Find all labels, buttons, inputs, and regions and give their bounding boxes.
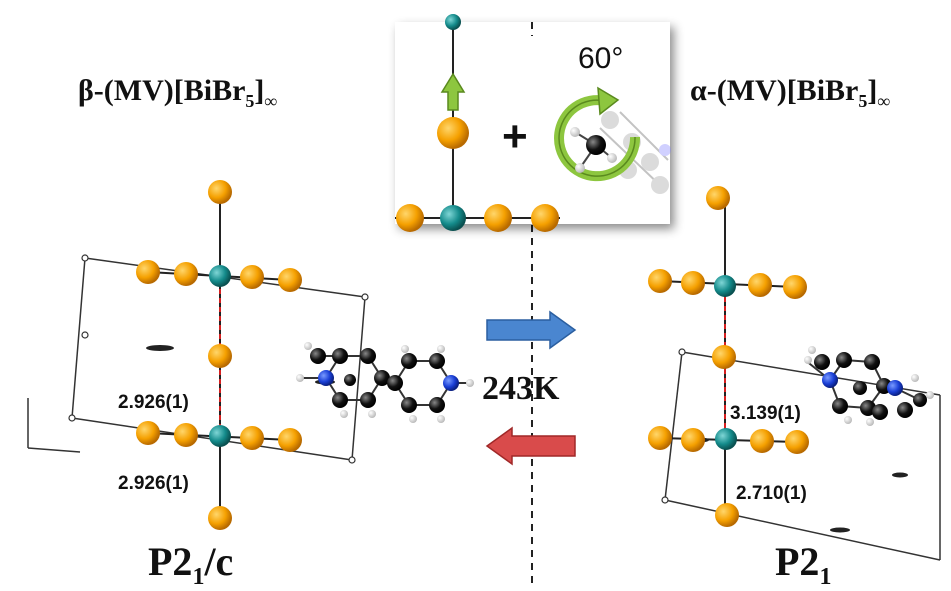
beta-upper-bond-length: 2.926(1) bbox=[118, 392, 189, 413]
beta-phase-label: β-(MV)[BiBr5]∞ bbox=[78, 74, 278, 111]
methylviologen-right bbox=[804, 346, 934, 426]
reverse-arrow bbox=[485, 426, 576, 466]
alpha-space-group: P21 bbox=[775, 539, 832, 590]
forward-arrow bbox=[486, 310, 577, 350]
alpha-phase-label: α-(MV)[BiBr5]∞ bbox=[690, 74, 891, 111]
transition-temperature: 243K bbox=[482, 370, 560, 407]
alpha-lower-bond-length: 2.710(1) bbox=[736, 483, 807, 504]
methylviologen-left bbox=[296, 342, 474, 423]
plus-sign: + bbox=[502, 112, 528, 161]
rotation-arrow-icon bbox=[554, 86, 641, 182]
methyl-group bbox=[570, 127, 617, 173]
displacement-arrow-icon bbox=[440, 72, 466, 111]
rotation-inset bbox=[395, 22, 670, 224]
alpha-structure bbox=[648, 186, 941, 561]
bi-atoms-left bbox=[209, 265, 231, 447]
beta-space-group: P21/c bbox=[148, 539, 234, 590]
br-atoms-right bbox=[648, 186, 809, 527]
bi-atoms-right bbox=[714, 275, 737, 450]
beta-lower-bond-length: 2.926(1) bbox=[118, 473, 189, 494]
rotation-angle: 60° bbox=[578, 42, 624, 75]
beta-structure bbox=[27, 180, 474, 530]
alpha-upper-bond-length: 3.139(1) bbox=[730, 403, 801, 424]
br-atoms-left bbox=[136, 180, 302, 530]
rotation-inset-content bbox=[395, 14, 671, 232]
